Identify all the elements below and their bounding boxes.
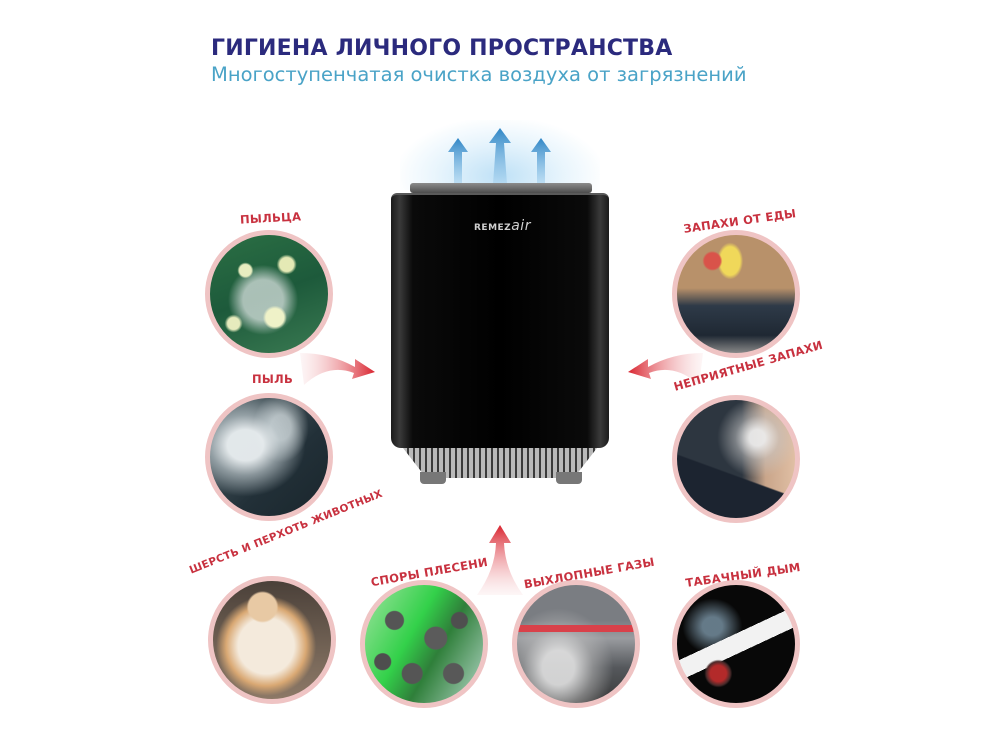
page-title: ГИГИЕНА ЛИЧНОГО ПРОСТРАНСТВА [211, 36, 673, 61]
cooking-image [672, 230, 800, 358]
dust-image [205, 393, 333, 521]
airflow-up-arrow-icon [489, 128, 511, 184]
cigarette-image [672, 580, 800, 708]
intake-arrow-left-icon [300, 353, 375, 385]
pollen-image [205, 230, 333, 358]
page-subtitle: Многоступенчатая очистка воздуха от загр… [211, 63, 747, 86]
brand-logo-prefix: REMEZ [474, 223, 512, 233]
purifier-body [391, 193, 609, 448]
purifier-top-lid [410, 183, 592, 193]
airflow-up-arrow-icon [448, 138, 468, 184]
mold-spores-image [360, 580, 488, 708]
purifier-foot [420, 472, 446, 484]
airflow-up-arrow-icon [531, 138, 551, 184]
vape-smoke-image [672, 395, 800, 523]
car-exhaust-image [512, 580, 640, 708]
pollutant-label: ПЫЛЬЦА [239, 209, 302, 227]
brand-logo-suffix: air [511, 218, 531, 234]
intake-arrow-right-icon [628, 353, 703, 385]
purifier-foot [556, 472, 582, 484]
cat-image [208, 576, 336, 704]
pollutant-label: ПЫЛЬ [252, 372, 294, 386]
brand-logo: REMEZair [474, 218, 531, 234]
intake-arrow-bottom-icon [477, 525, 523, 595]
